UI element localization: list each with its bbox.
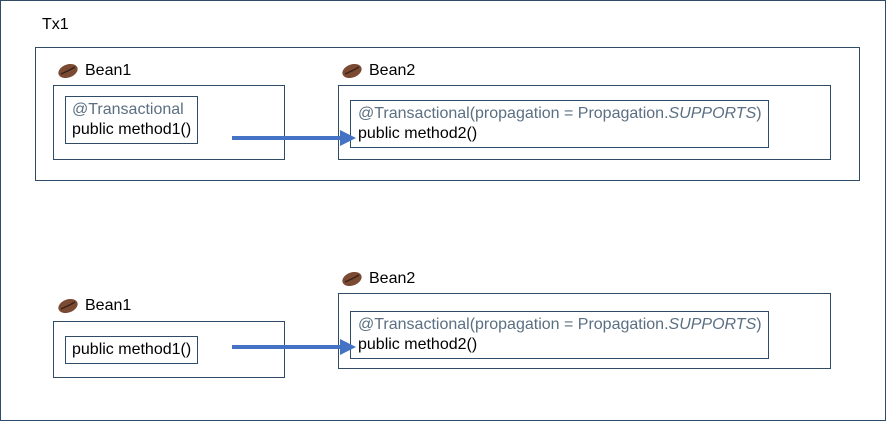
coffee-bean-icon — [58, 63, 78, 79]
top-bean1-name: Bean1 — [85, 62, 132, 79]
bottom-bean1-name: Bean1 — [85, 297, 132, 314]
bottom-bean1-box — [53, 321, 285, 378]
coffee-bean-icon — [342, 271, 362, 287]
bottom-call-arrow — [232, 339, 356, 355]
bottom-method1-signature: public method1() — [72, 341, 192, 358]
top-method2-signature: public method2() — [358, 125, 478, 142]
bottom-bean2-box — [338, 293, 831, 369]
coffee-bean-icon — [58, 298, 78, 314]
bottom-bean1-label: Bean1 — [57, 297, 131, 315]
bottom-method1-box: public method1() — [65, 336, 199, 364]
top-bean1-box — [53, 85, 285, 160]
top-call-arrow — [232, 130, 356, 146]
bottom-method2-signature: public method2() — [358, 336, 478, 353]
bottom-bean2-label: Bean2 — [341, 270, 415, 288]
tx-label: Tx1 — [42, 16, 69, 33]
bottom-method2-box: @Transactional(propagation = Propagation… — [350, 311, 769, 359]
top-method1-box: @Transactional public method1() — [65, 96, 199, 144]
transaction-box — [35, 47, 860, 181]
top-method2-box: @Transactional(propagation = Propagation… — [350, 100, 769, 148]
top-bean1-label: Bean1 — [57, 62, 131, 80]
coffee-bean-icon — [342, 63, 362, 79]
top-method1-annotation: @Transactional — [72, 101, 184, 118]
top-bean2-box — [338, 85, 831, 160]
top-method2-annotation: @Transactional(propagation = Propagation… — [358, 105, 762, 122]
bottom-method2-annotation: @Transactional(propagation = Propagation… — [358, 316, 762, 333]
top-bean2-name: Bean2 — [369, 62, 416, 79]
top-bean2-label: Bean2 — [341, 62, 415, 80]
top-method1-signature: public method1() — [72, 121, 192, 138]
bottom-bean2-name: Bean2 — [369, 270, 416, 287]
